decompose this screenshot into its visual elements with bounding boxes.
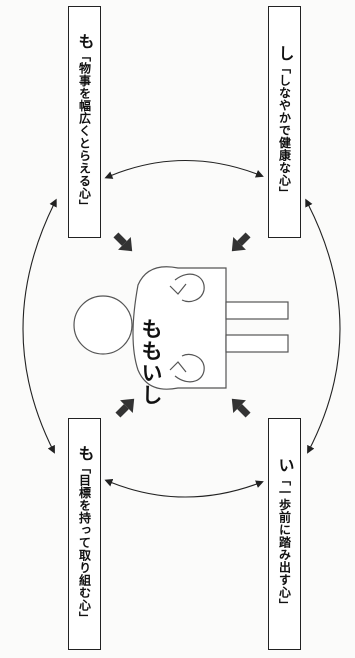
thick-arrow-top-right — [225, 229, 254, 258]
box-top-right-lead: し — [276, 45, 295, 62]
box-top-left: も「物事を幅広くとらえる心」 — [68, 6, 101, 238]
box-top-left-text: も「物事を幅広くとらえる心」 — [73, 33, 97, 212]
figure-leg-lower — [226, 335, 288, 352]
figure-head — [74, 296, 132, 354]
box-bottom-left-label: 「目標を持って取り組む心」 — [78, 461, 92, 624]
box-top-left-lead: も — [76, 33, 95, 50]
box-bottom-right-lead: い — [276, 457, 295, 474]
thick-arrow-top-left — [110, 229, 139, 258]
box-top-right-label: 「しなやかで健康な心」 — [278, 62, 292, 200]
arrow-top-between — [110, 161, 262, 177]
thick-arrow-bottom-right — [225, 392, 254, 421]
figure — [74, 267, 288, 389]
box-top-right: し「しなやかで健康な心」 — [268, 6, 301, 238]
figure-leg-upper — [226, 302, 288, 319]
box-top-left-label: 「物事を幅広くとらえる心」 — [78, 49, 92, 212]
arrow-bottom-between — [110, 482, 262, 497]
box-bottom-left-lead: も — [76, 445, 95, 462]
box-bottom-right: い「一歩前に踏み出す心」 — [268, 418, 301, 650]
box-bottom-right-text: い「一歩前に踏み出す心」 — [273, 457, 297, 611]
box-bottom-left: も「目標を持って取り組む心」 — [68, 418, 101, 650]
arrow-right-between — [308, 204, 340, 452]
box-bottom-left-text: も「目標を持って取り組む心」 — [73, 445, 97, 624]
box-bottom-right-label: 「一歩前に踏み出す心」 — [278, 474, 292, 612]
box-top-right-text: し「しなやかで健康な心」 — [273, 45, 297, 199]
arrow-left-between — [23, 204, 54, 452]
center-label: ももいし — [136, 318, 166, 406]
